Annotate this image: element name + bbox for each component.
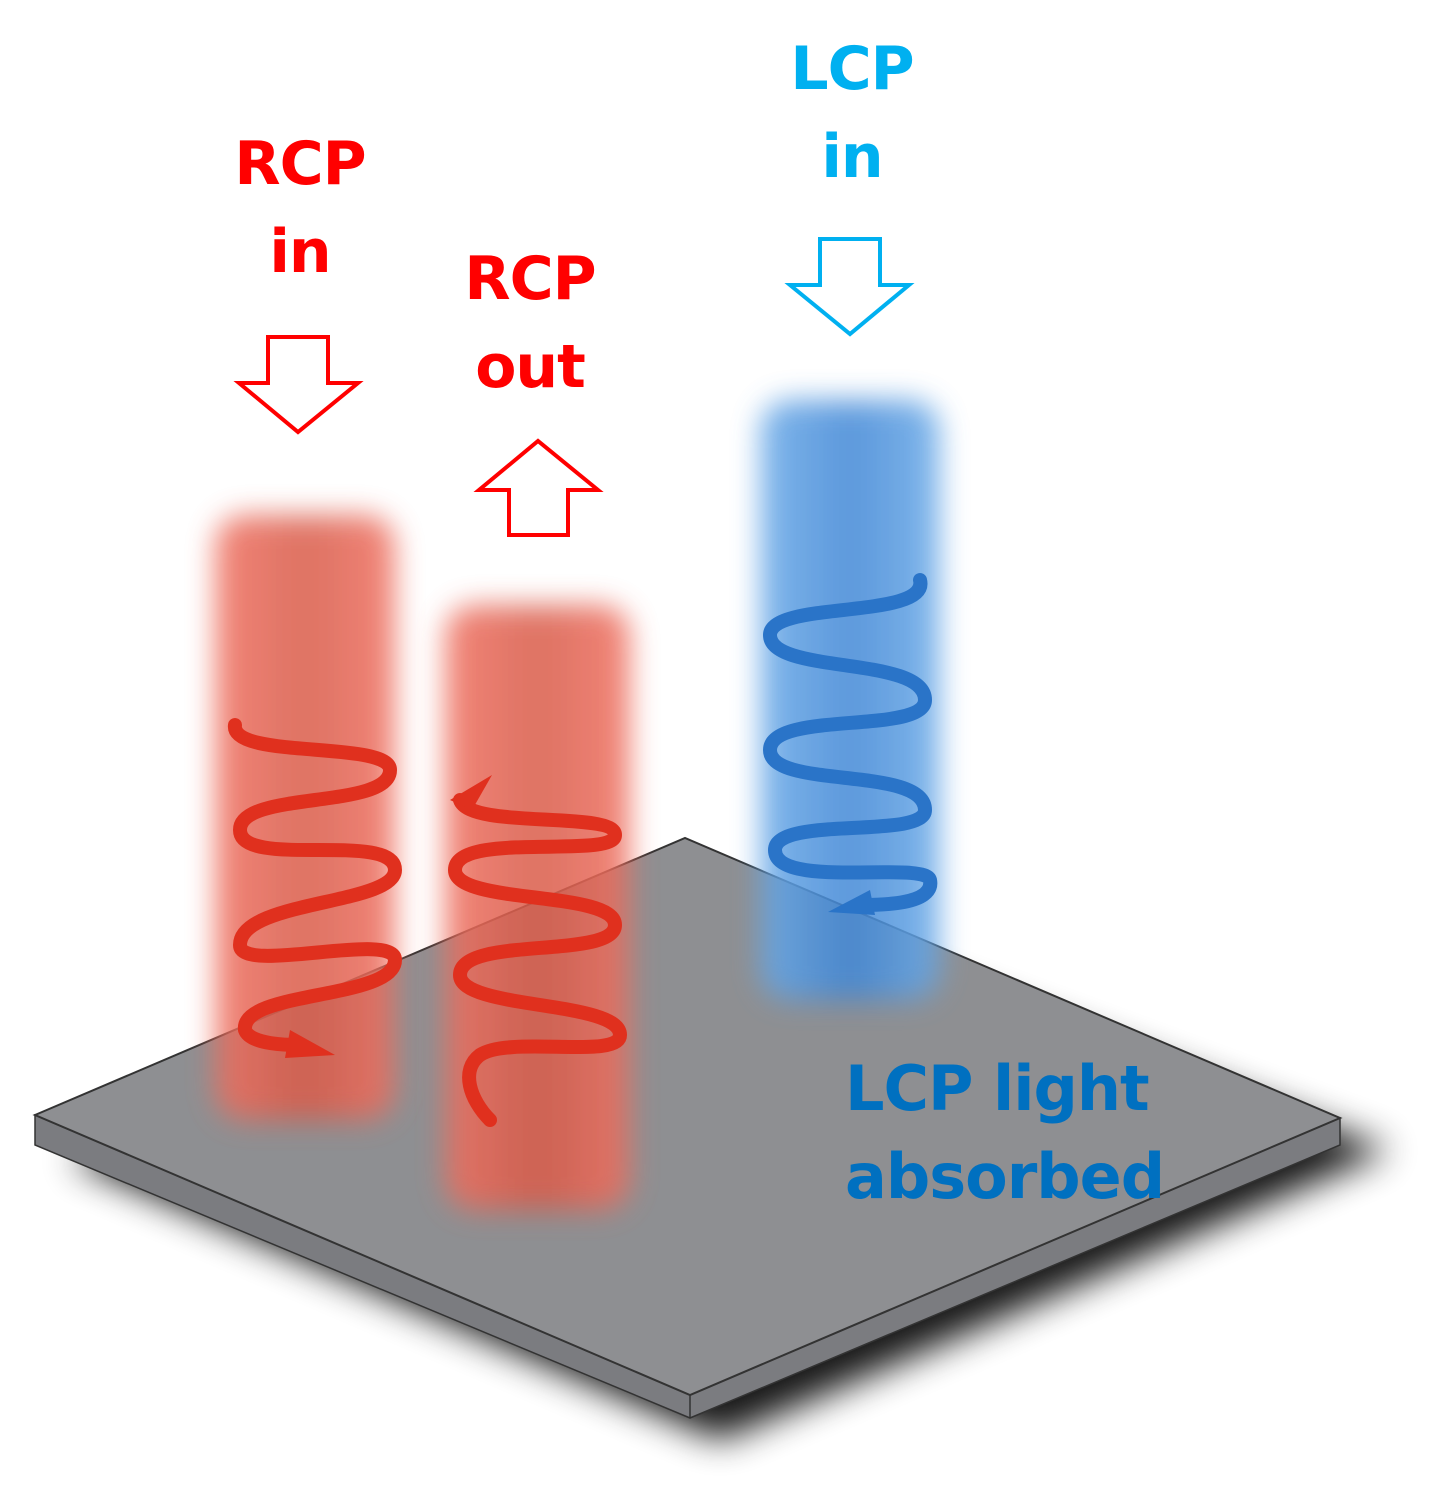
rcp-out-label: RCP out xyxy=(430,235,630,411)
rcp-in-label-line1: RCP xyxy=(234,129,366,199)
lcp-in-label-line2: in xyxy=(821,122,883,192)
rcp-in-label-line2: in xyxy=(269,217,331,287)
lcp-absorbed-label: LCP light absorbed xyxy=(845,1045,1245,1221)
lcp-in-label: LCP in xyxy=(752,25,952,201)
rcp-out-label-line2: out xyxy=(475,332,586,402)
rcp-in-label: RCP in xyxy=(200,120,400,296)
lcp-in-helix-icon xyxy=(762,573,938,915)
rcp-out-label-line1: RCP xyxy=(464,244,596,314)
rcp-in-helix-icon xyxy=(228,718,403,1058)
lcp-in-label-line1: LCP xyxy=(790,34,914,104)
rcp-in-down-arrow-icon xyxy=(233,335,364,435)
lcp-absorbed-label-line2: absorbed xyxy=(845,1140,1165,1213)
rcp-in-beam xyxy=(215,515,395,1120)
lcp-in-beam xyxy=(760,400,940,1000)
lcp-in-down-arrow-icon xyxy=(784,237,915,337)
rcp-out-up-arrow-icon xyxy=(473,438,604,537)
lcp-absorbed-label-line1: LCP light xyxy=(845,1052,1150,1125)
rcp-out-beam xyxy=(445,605,630,1210)
rcp-out-helix-icon xyxy=(447,775,628,1127)
